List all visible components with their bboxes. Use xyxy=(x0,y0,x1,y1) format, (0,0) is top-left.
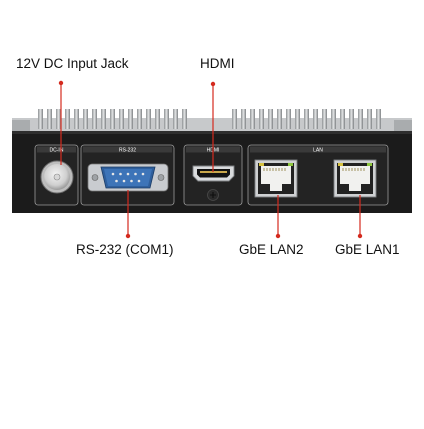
callout-leader-lines xyxy=(58,80,363,239)
lan-silk-label: LAN xyxy=(313,148,323,154)
dc-in-label-strip xyxy=(37,146,76,153)
gbe-lan2-label: GbE LAN2 xyxy=(239,242,304,257)
rs232-label-strip xyxy=(83,146,172,153)
chassis-screw xyxy=(207,189,219,201)
lan-label-strip xyxy=(250,146,386,153)
heatsink-fins xyxy=(38,109,381,129)
rs232-db9-port[interactable] xyxy=(87,163,169,192)
leader-lan2-dot xyxy=(275,233,281,239)
heatsink-left-cap xyxy=(12,120,30,132)
rs232-silk-label: RS-232 xyxy=(119,148,136,154)
leader-hdmi-dot xyxy=(210,81,216,87)
dc-in-silk-label: DC-IN xyxy=(50,148,64,154)
leader-lan1-dot xyxy=(357,233,363,239)
lan1-rj45-port[interactable] xyxy=(333,159,377,198)
dc-jack-port[interactable] xyxy=(40,160,74,194)
dc-input-jack-label: 12V DC Input Jack xyxy=(16,56,129,71)
leader-dc-dot xyxy=(58,80,64,86)
hdmi-port[interactable] xyxy=(192,165,235,182)
leader-rs232-dot xyxy=(125,233,131,239)
hdmi-label: HDMI xyxy=(200,56,235,71)
gbe-lan1-label: GbE LAN1 xyxy=(335,242,400,257)
lan2-rj45-port[interactable] xyxy=(254,159,298,198)
rs232-com1-label: RS-232 (COM1) xyxy=(76,242,174,257)
chassis-edge xyxy=(12,131,412,134)
heatsink-right-cap xyxy=(394,120,412,132)
